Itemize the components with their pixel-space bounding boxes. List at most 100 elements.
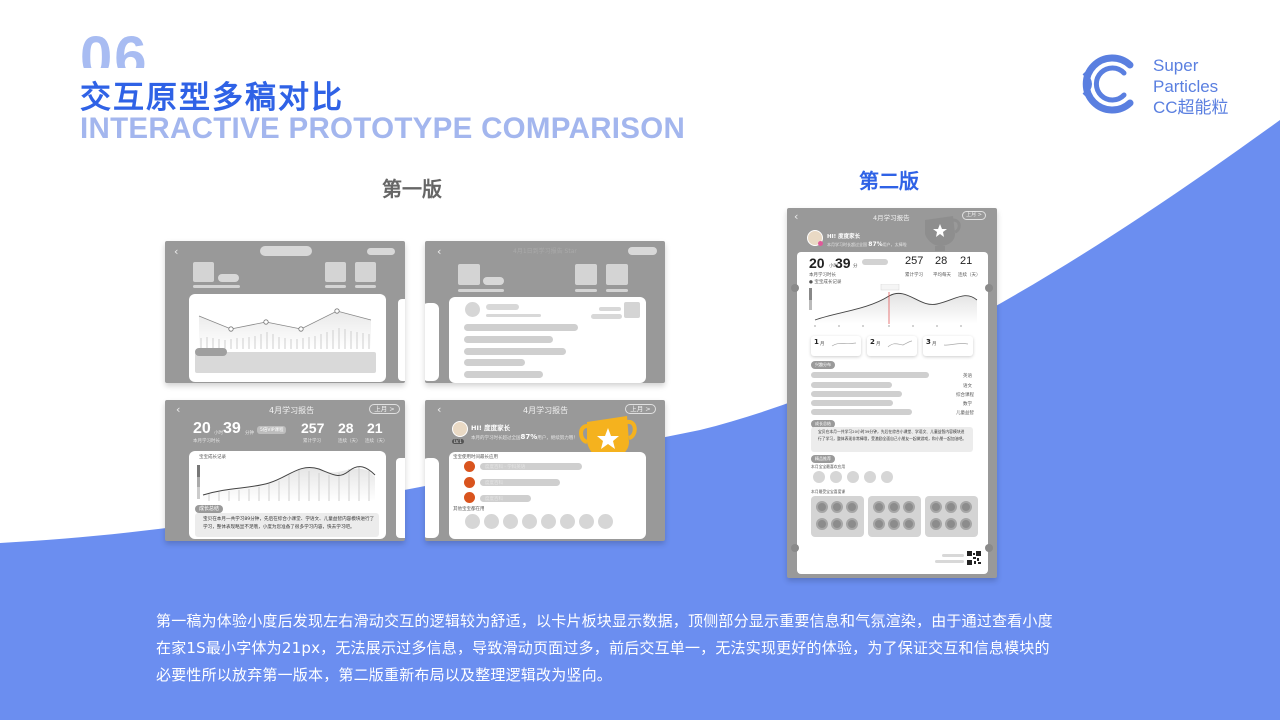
logo-line-2: Particles [1153, 77, 1219, 96]
prev-card-peek[interactable] [425, 458, 439, 538]
month-card-1[interactable]: 1 月 [811, 336, 861, 356]
footer-text-placeholder [935, 560, 964, 563]
vip-badge [862, 259, 888, 265]
app-circle[interactable] [813, 471, 825, 483]
course-group[interactable] [811, 496, 864, 537]
text-placeholder [599, 307, 621, 311]
course-group[interactable] [868, 496, 921, 537]
stat-block [575, 264, 597, 285]
row-placeholder [464, 324, 578, 331]
badge-placeholder [218, 274, 239, 282]
recent-courses-label: 本月最受宝宝喜爱课 [811, 489, 846, 494]
prev-month-button[interactable]: 上月 > [369, 404, 400, 414]
month-card-2[interactable]: 2 月 [867, 336, 917, 356]
growth-chart [197, 465, 376, 501]
app-circle[interactable] [881, 471, 893, 483]
greeting-text: HI! 度度家长 [827, 234, 861, 240]
greeting-subline: 本月的学习时长超过全国87%用户，继续努力哦！ [471, 433, 578, 441]
logo-text: Super Particles CC超能粒 [1153, 55, 1229, 118]
hours-value: 20 [193, 420, 211, 437]
app-circle[interactable] [522, 514, 537, 529]
app-circle[interactable] [503, 514, 518, 529]
course-group[interactable] [925, 496, 978, 537]
label-placeholder [575, 289, 597, 292]
recent-apps-label: 本月宝宝最喜欢应用 [811, 464, 846, 469]
prev-card-peek[interactable] [425, 303, 439, 381]
subject-bar [811, 382, 892, 388]
logo-line-1: Super [1153, 56, 1199, 75]
screen-title: 4月学习报告 [269, 406, 315, 415]
label-placeholder [325, 285, 346, 288]
section-number: 06 [80, 25, 149, 68]
summary-tag: 成长总结 [195, 505, 224, 513]
app-circle[interactable] [864, 471, 876, 483]
version2-label: 第二版 [859, 169, 919, 193]
stat-block [325, 262, 346, 282]
label-placeholder [606, 289, 628, 292]
summary-tag: 成长总结 [811, 420, 835, 428]
section-title: 宝宝使用时间最长应用 [453, 455, 498, 460]
chart-title: ● 宝宝成长记录 [809, 280, 842, 285]
screen-title: 4月学习报告 [523, 406, 569, 415]
minutes-value: 39 [835, 255, 851, 271]
hours-unit: 小时 [214, 431, 223, 436]
app-bar: 度度百科 · 学科英语 [480, 463, 582, 470]
row-placeholder [464, 336, 553, 343]
avatar-placeholder [465, 302, 480, 317]
line-chart [198, 308, 372, 349]
app-circle[interactable] [830, 471, 842, 483]
growth-chart [809, 284, 978, 327]
summary-tag-placeholder [195, 348, 227, 356]
nav-placeholder[interactable] [367, 248, 395, 255]
stat-value-avg: 28 [935, 255, 948, 267]
back-icon[interactable]: ‹ [174, 245, 179, 258]
minutes-unit: 分 [853, 264, 858, 269]
hours-value: 20 [809, 255, 825, 271]
stat-block [193, 262, 214, 282]
back-icon[interactable]: ‹ [176, 403, 181, 416]
logo-line-3: CC超能粒 [1153, 98, 1229, 117]
back-icon[interactable]: ‹ [794, 210, 799, 223]
app-circle[interactable] [598, 514, 613, 529]
app-bar: 度度百科 [480, 479, 560, 486]
badge-placeholder [483, 277, 504, 285]
name-placeholder [486, 304, 519, 310]
greeting-percent: 本月学习时长超过全国 87%用户，太棒啦 [827, 241, 907, 248]
app-circle[interactable] [484, 514, 499, 529]
subject-bar [811, 409, 912, 415]
stat-block [355, 262, 376, 282]
title-placeholder [260, 246, 312, 256]
next-card-peek[interactable] [398, 299, 405, 381]
stat-value-streak: 21 [960, 255, 973, 267]
app-icon [464, 492, 475, 503]
stat-block [458, 264, 480, 285]
logo-icon [1082, 54, 1134, 114]
trophy-icon [925, 216, 961, 251]
app-circle[interactable] [465, 514, 480, 529]
app-bar: 度度百科 [480, 495, 531, 502]
stat-label-streak: 连续（天） [958, 273, 981, 278]
avatar [452, 421, 468, 437]
back-icon[interactable]: ‹ [437, 245, 442, 258]
stat-value-total: 257 [905, 255, 924, 267]
v1-screen-greeting: ‹ 4月学习报告 上月 > LV.1 HI! 度度家长 本月的学习时长超过全国8… [425, 400, 665, 541]
minutes-unit: 分钟 [245, 431, 254, 436]
stat-value-days: 21 [367, 420, 383, 436]
prev-month-button[interactable]: 上月 > [625, 404, 656, 414]
hours-unit: 小时 [829, 264, 838, 269]
interest-tag: 兴趣分布 [811, 361, 835, 369]
month-card-3[interactable]: 3 月 [923, 336, 973, 356]
prev-month-button[interactable]: 上月 > [962, 211, 986, 220]
app-circle[interactable] [541, 514, 556, 529]
subject-bar [811, 372, 929, 378]
v1-screen-report: ‹ 4月学习报告 上月 > 20 小时 39 分钟 5倍VIP课程 本月学习时长… [165, 400, 405, 541]
page-subtitle: INTERACTIVE PROTOTYPE COMPARISON [80, 112, 686, 145]
app-circle[interactable] [847, 471, 859, 483]
chart-card: 宝宝成长记录 成长总结 宝贝在本月一共学习89分钟，先后在综合小课堂、学语文、儿… [189, 451, 386, 539]
nav-placeholder[interactable] [628, 247, 657, 255]
back-icon[interactable]: ‹ [437, 403, 442, 416]
next-card-peek[interactable] [396, 458, 405, 538]
app-circle[interactable] [560, 514, 575, 529]
row-placeholder [464, 371, 543, 378]
app-circle[interactable] [579, 514, 594, 529]
